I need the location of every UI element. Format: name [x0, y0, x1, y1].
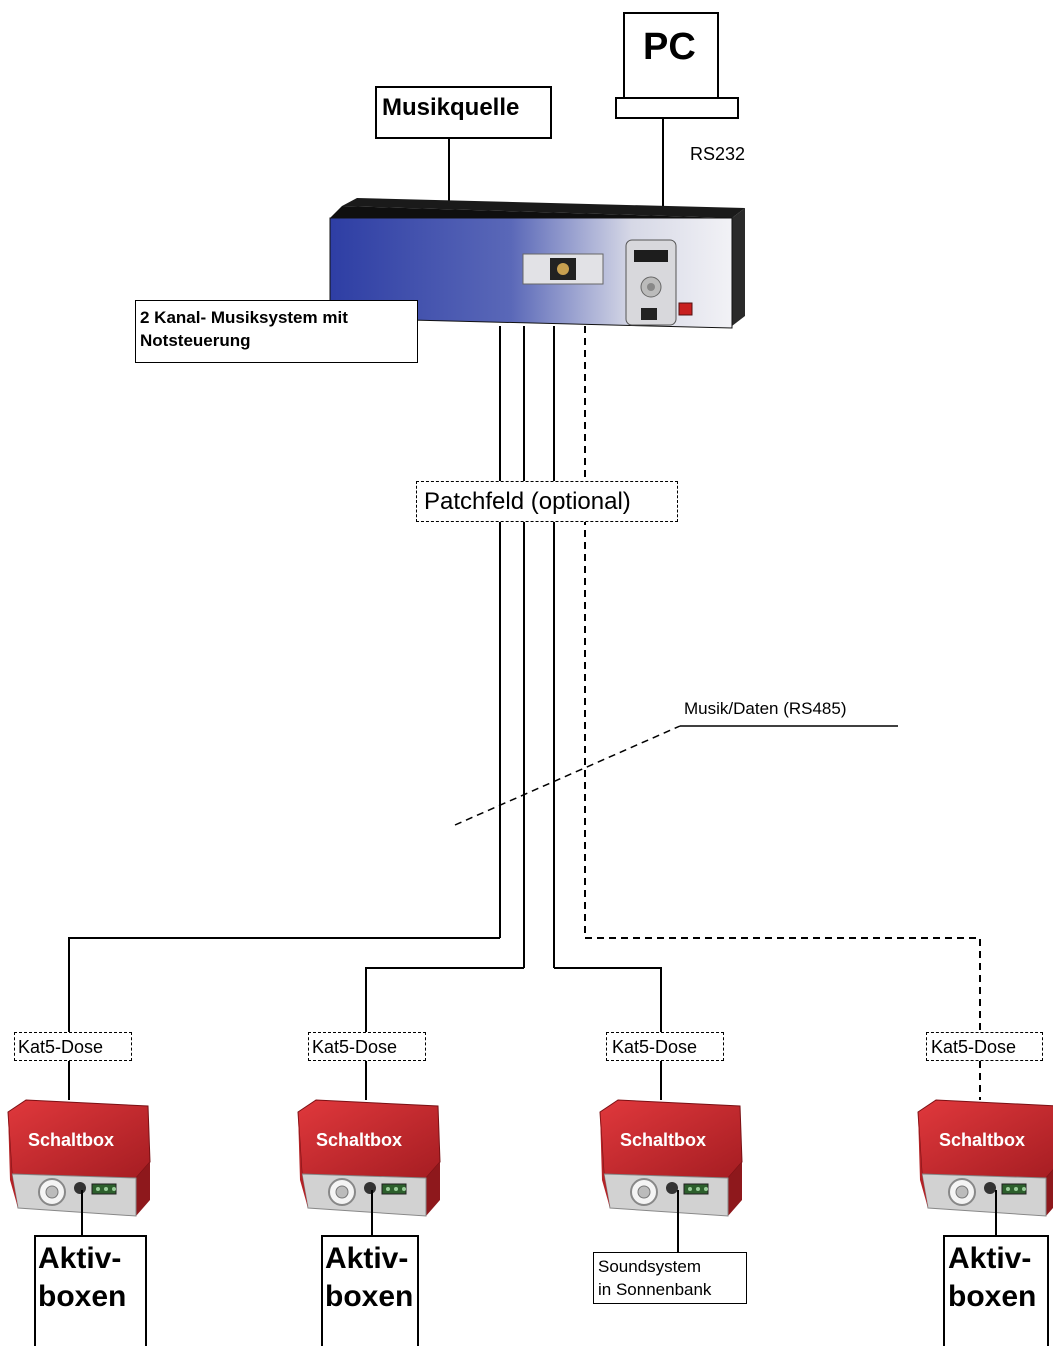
switchbox-1-label: Schaltbox: [28, 1130, 115, 1150]
output-3-line2: in Sonnenbank: [598, 1280, 712, 1299]
music-source-label: Musikquelle: [382, 94, 520, 121]
branch-3-cable: [554, 967, 662, 1032]
output-4-line1: Aktiv-: [948, 1242, 1032, 1275]
aktivboxen-frame-1: [34, 1235, 147, 1346]
rs232-label: RS232: [690, 144, 746, 164]
kat5-socket-3: [606, 1032, 724, 1061]
music-source-box: [375, 86, 552, 139]
switchbox-1: [7, 1099, 151, 1217]
kat5-socket-4-label: Kat5-Dose: [931, 1037, 1017, 1057]
music-system-device: [329, 198, 745, 329]
soundsystem-box: [593, 1252, 747, 1304]
output-2-line1: Aktiv-: [325, 1242, 409, 1275]
pc-monitor: [623, 12, 719, 99]
kat5-socket-3-label: Kat5-Dose: [612, 1037, 698, 1057]
kat5-socket-1-label: Kat5-Dose: [18, 1037, 104, 1057]
pc-label: PC: [643, 26, 696, 68]
output-4-line2: boxen: [948, 1280, 1037, 1313]
kat5-socket-4: [926, 1032, 1043, 1061]
output-1-line1: Aktiv-: [38, 1242, 122, 1275]
switchbox-2-label: Schaltbox: [316, 1130, 403, 1150]
bus-label: Musik/Daten (RS485): [684, 699, 847, 718]
switchbox-2: [297, 1099, 441, 1217]
branch-2-cable: [365, 967, 524, 1032]
main-unit-label-box: [135, 300, 418, 363]
output-2-line2: boxen: [325, 1280, 414, 1313]
kat5-socket-2: [308, 1032, 426, 1061]
main-unit-label-line2: Notsteuerung: [140, 331, 251, 350]
bus-leader-dashed: [454, 725, 681, 826]
switchbox-4-label: Schaltbox: [939, 1130, 1026, 1150]
switchbox-3: [599, 1099, 743, 1217]
output-3-line1: Soundsystem: [598, 1257, 701, 1276]
kat5-socket-1: [14, 1032, 132, 1061]
aktivboxen-frame-4: [943, 1235, 1049, 1346]
main-unit-label-line1: 2 Kanal- Musiksystem mit: [140, 308, 348, 327]
patchfield-label: Patchfeld (optional): [424, 488, 631, 515]
output-1-line2: boxen: [38, 1280, 127, 1313]
kat5-socket-2-label: Kat5-Dose: [312, 1037, 398, 1057]
pc-base: [615, 97, 739, 119]
branch-1-cable: [68, 937, 500, 1032]
aktivboxen-frame-2: [321, 1235, 419, 1346]
branch-4-cable: [585, 937, 981, 1032]
patchfield-box: [416, 481, 678, 522]
switchbox-3-label: Schaltbox: [620, 1130, 707, 1150]
switchbox-4: [917, 1099, 1053, 1217]
